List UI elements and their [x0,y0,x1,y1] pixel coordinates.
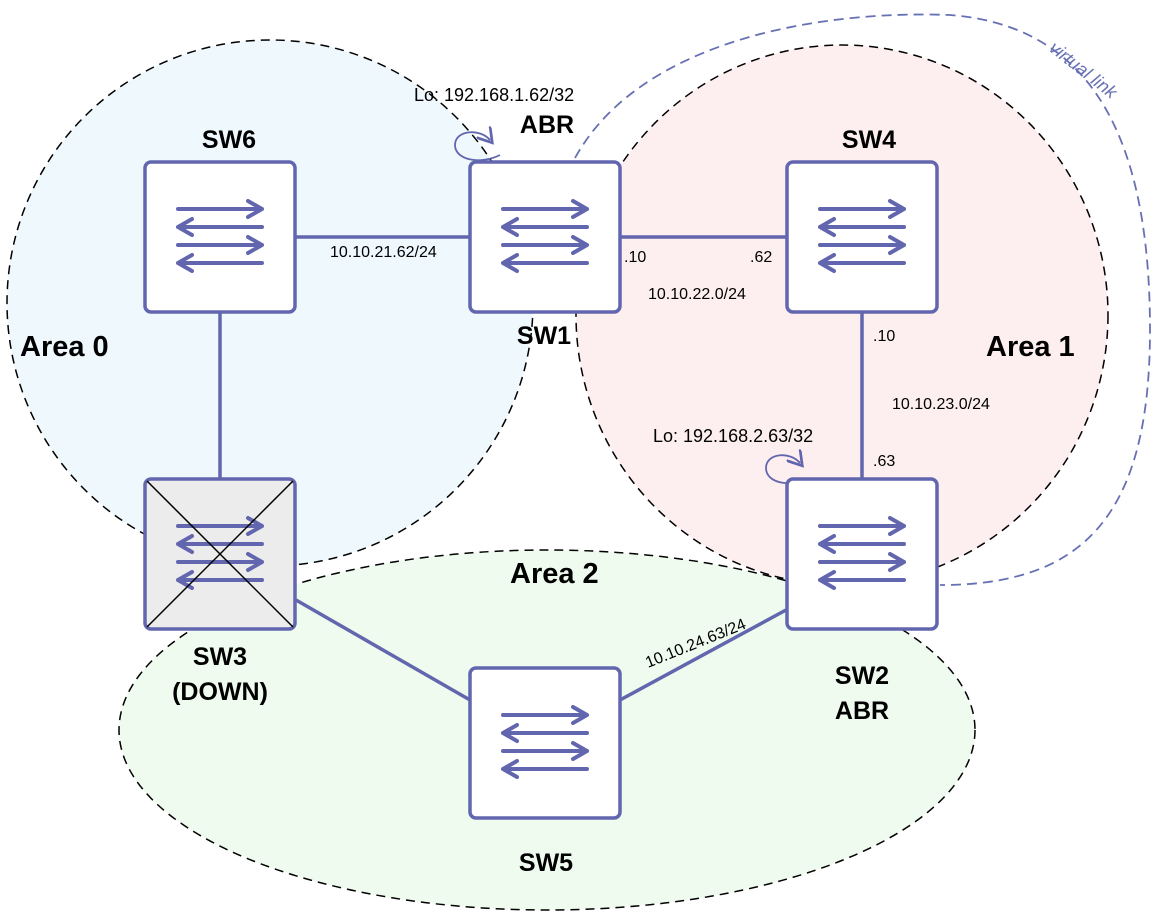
sw2-loopback-label: Lo: 192.168.2.63/32 [653,426,813,446]
link-sw3-sw5 [295,598,471,702]
links [218,235,864,702]
sw4-name: SW4 [842,126,896,154]
link-sw1-sw4-sw1-end: .10 [624,249,646,266]
virtual-link-path [574,13,1151,586]
link-sw4-sw2-subnet: 10.10.23.0/24 [892,396,990,413]
area-0-label: Area 0 [20,331,109,363]
virtual-link-label: virtual link [1046,37,1122,103]
sw1-loopback-label: Lo: 192.168.1.62/32 [414,85,574,105]
link-sw6-sw1-label: 10.10.21.62/24 [330,244,437,261]
device-sw5[interactable] [468,666,622,820]
sw2-name: SW2 [835,662,889,690]
device-sw3-down[interactable] [143,477,297,631]
device-sw1[interactable] [468,160,622,314]
area-2-label: Area 2 [510,558,599,590]
sw1-role: ABR [520,111,574,139]
sw6-name: SW6 [202,126,256,154]
sw1-loopback-icon [454,132,501,162]
link-sw4-sw2-sw2-end: .63 [873,453,895,470]
link-sw4-sw2-sw4-end: .10 [873,328,895,345]
sw2-role: ABR [835,697,889,725]
device-sw4[interactable] [785,160,939,314]
device-sw2[interactable] [785,477,939,631]
area-1-label: Area 1 [986,331,1075,363]
device-sw6[interactable] [143,160,297,314]
link-sw1-sw4-sw4-end: .62 [750,249,772,266]
link-sw5-sw2 [619,608,787,702]
link-sw1-sw4-subnet: 10.10.22.0/24 [648,286,746,303]
sw3-name: SW3 [193,643,247,671]
sw3-status: (DOWN) [172,678,268,706]
sw5-name: SW5 [519,849,573,877]
sw1-name: SW1 [517,322,571,350]
